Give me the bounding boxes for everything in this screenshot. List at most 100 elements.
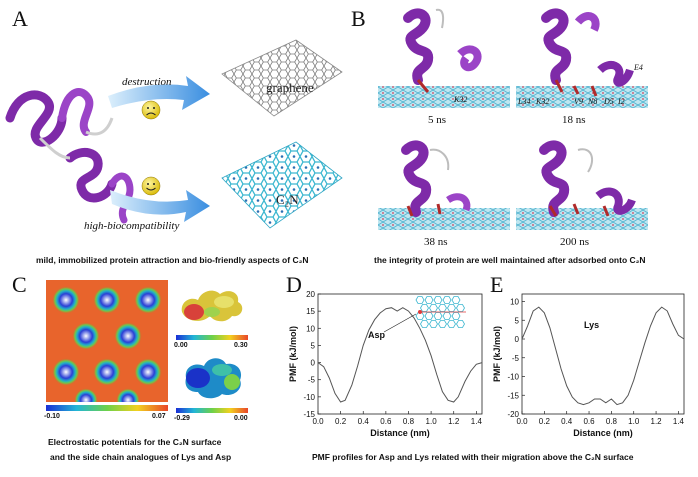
c2n-sheet xyxy=(221,141,343,229)
pmf-series-line xyxy=(317,307,483,403)
plot-frame xyxy=(521,293,685,415)
x-tick-label: 0.8 xyxy=(403,417,415,426)
y-tick-label: 15 xyxy=(306,307,315,316)
lys-colorbar xyxy=(176,335,248,340)
sad-face-icon xyxy=(141,100,161,120)
residue-label-l34: L34 xyxy=(517,97,530,106)
y-tick-label: -20 xyxy=(507,410,519,419)
lattice-ring xyxy=(415,296,425,304)
esp-surface-map xyxy=(46,280,168,402)
destruction-label: destruction xyxy=(122,76,172,88)
y-tick-label: 20 xyxy=(306,290,315,299)
x-tick-label: 1.0 xyxy=(426,417,438,426)
lattice-ring xyxy=(451,312,461,320)
lattice-ring xyxy=(429,320,438,328)
panel-de-caption: PMF profiles for Asp and Lys related wit… xyxy=(312,452,634,462)
plot-frame xyxy=(317,293,483,415)
x-axis-label: Distance (nm) xyxy=(370,428,430,438)
asp-colorbar-min: -0.29 xyxy=(174,415,190,422)
lattice-ring xyxy=(424,312,434,320)
time-label-18ns: 18 ns xyxy=(562,114,586,126)
lattice-ring xyxy=(429,304,438,312)
panel-a-letter: A xyxy=(12,6,28,31)
biocompatibility-label: high-biocompatibility xyxy=(84,220,180,232)
x-tick-label: 0.4 xyxy=(358,417,370,426)
x-tick-label: 1.2 xyxy=(651,417,663,426)
x-tick-label: 0.0 xyxy=(516,417,528,426)
lattice-ring xyxy=(447,304,456,312)
lys-analogue-esp xyxy=(181,290,243,322)
x-tick-label: 0.6 xyxy=(380,417,392,426)
x-tick-label: 1.4 xyxy=(471,417,483,426)
lattice-ring xyxy=(456,320,465,328)
lattice-ring xyxy=(415,312,425,320)
residue-label-v9: V9 xyxy=(574,97,583,106)
inset-pointer xyxy=(383,313,417,333)
y-tick-label: 10 xyxy=(510,298,519,307)
residue-label-k32: K32 xyxy=(535,97,549,106)
x-tick-label: 0.8 xyxy=(606,417,618,426)
y-tick-label: -15 xyxy=(507,391,519,400)
lattice-ring xyxy=(442,296,452,304)
series-annotation: Asp xyxy=(368,330,386,340)
asp-inset-lattice xyxy=(383,296,466,333)
y-tick-label: 5 xyxy=(515,316,520,325)
residue-label-d5: D5 xyxy=(603,97,614,106)
c2n-label: C₂N xyxy=(276,192,299,207)
panel-e-letter: E xyxy=(490,272,504,297)
lattice-ring xyxy=(447,320,456,328)
lattice-ring xyxy=(451,296,461,304)
snapshot-200ns xyxy=(516,140,648,230)
inset-start-dot xyxy=(418,310,422,314)
lattice-ring xyxy=(438,320,447,328)
surface-colorbar-max: 0.07 xyxy=(152,413,166,420)
x-tick-label: 0.2 xyxy=(335,417,347,426)
y-tick-label: -10 xyxy=(507,373,519,382)
lattice-ring xyxy=(420,304,429,312)
panel-b-snapshots: K32 L34 K32 V9 N8 D5 I2 E4 xyxy=(378,8,648,230)
y-tick-label: -15 xyxy=(303,410,315,419)
residue-label-k32-5ns: K32 xyxy=(453,95,467,104)
biocompat-arrow xyxy=(110,190,210,222)
x-axis-label: Distance (nm) xyxy=(573,428,633,438)
residue-label-e4: E4 xyxy=(633,63,643,72)
x-tick-label: 1.0 xyxy=(628,417,640,426)
asp-analogue-esp xyxy=(185,358,242,399)
x-tick-label: 0.6 xyxy=(583,417,595,426)
y-tick-label: -5 xyxy=(308,376,316,385)
panel-c-caption-line1: Electrostatic potentials for the C₂N sur… xyxy=(48,437,222,447)
surface-colorbar-min: -0.10 xyxy=(44,413,60,420)
panel-b-letter: B xyxy=(351,6,366,31)
happy-face-icon xyxy=(141,176,161,196)
x-tick-label: 0.0 xyxy=(312,417,324,426)
panel-a-illustration xyxy=(5,39,343,229)
panel-b-caption: the integrity of protein are well mainta… xyxy=(374,255,646,265)
x-tick-label: 1.2 xyxy=(448,417,460,426)
time-label-38ns: 38 ns xyxy=(424,236,448,248)
protein-ribbon xyxy=(5,88,134,224)
series-annotation: Lys xyxy=(584,320,599,330)
y-tick-label: 0 xyxy=(515,335,520,344)
lattice-ring xyxy=(456,304,465,312)
lattice-ring xyxy=(433,312,443,320)
x-tick-label: 0.4 xyxy=(561,417,573,426)
panel-d-letter: D xyxy=(286,272,302,297)
lys-colorbar-max: 0.30 xyxy=(234,342,248,349)
lattice-ring xyxy=(442,312,452,320)
panel-c-caption-line2: and the side chain analogues of Lys and … xyxy=(50,452,232,462)
y-tick-label: -5 xyxy=(512,354,520,363)
residue-label-i2: I2 xyxy=(617,97,625,106)
snapshot-18ns xyxy=(516,8,648,108)
lattice-ring xyxy=(438,304,447,312)
x-tick-label: 0.2 xyxy=(539,417,551,426)
time-label-200ns: 200 ns xyxy=(560,236,590,248)
snapshot-5ns xyxy=(378,8,510,108)
y-tick-label: 5 xyxy=(311,341,316,350)
y-axis-label: PMF (kJ/mol) xyxy=(492,326,502,382)
y-tick-label: -10 xyxy=(303,393,315,402)
panel-a-caption: mild, immobilized protein attraction and… xyxy=(36,255,309,265)
lys-colorbar-min: 0.00 xyxy=(174,342,188,349)
y-tick-label: 10 xyxy=(306,324,315,333)
